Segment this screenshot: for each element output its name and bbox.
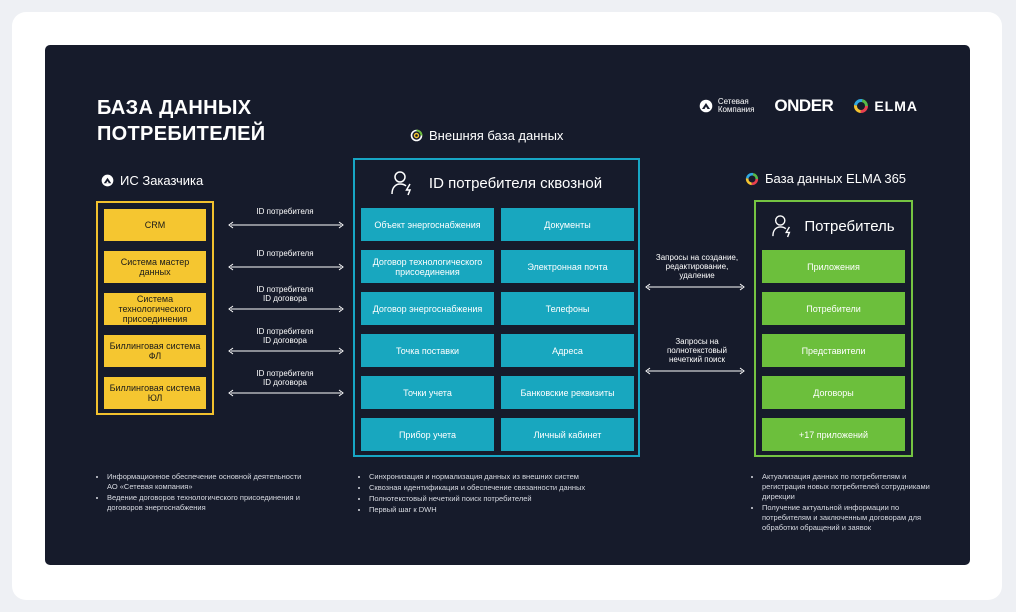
entity-email: Электронная почта [501,250,634,283]
elma-logo-icon [745,172,759,185]
setevaya-logo: Сетевая Компания [699,97,755,114]
middle-box-header: ID потребителя сквозной [355,170,638,196]
arrow-label-4-line-2: ID договора [262,336,308,345]
note-item: Получение актуальной информации по потре… [762,503,947,533]
right-section-title: База данных ELMA 365 [745,171,906,186]
bidirectional-arrow-icon [645,367,745,375]
arrow-label-2: ID потребителя [235,249,335,258]
right-notes: Актуализация данных по потребителям и ре… [750,472,947,534]
elma-database-box: Потребитель Приложения Потребители Предс… [754,200,913,457]
user-lightning-icon [391,171,412,196]
elma-logo: ELMA [853,98,918,114]
elma-logo-text: ELMA [874,98,918,114]
arrow-label-3-line-1: ID потребителя [256,285,314,294]
bidirectional-arrow-icon [645,283,745,291]
arrow-label-search-line-3: нечеткий поиск [668,355,726,364]
entity-supply-point: Точка поставки [361,334,494,367]
arrow-label-crud-line-3: удаление [679,271,715,280]
arrow-label-3-line-2: ID договора [262,294,308,303]
entity-phones: Телефоны [501,292,634,325]
arrow-label-requests-crud: Запросы на создание, редактирование, уда… [643,253,751,280]
arrow-label-search-line-2: полнотекстовый [666,346,728,355]
elma-logo-icon [854,99,869,113]
elma-item-more-apps: +17 приложений [762,418,905,451]
setevaya-logo-icon [699,99,713,113]
system-item-crm: CRM [104,209,206,241]
left-section-title-text: ИС Заказчика [120,173,204,188]
bidirectional-arrow-icon [228,221,344,229]
entity-supply-contract: Договор энергоснабжения [361,292,494,325]
arrow-label-3: ID потребителя ID договора [235,285,335,303]
arrow-label-search-line-1: Запросы на [675,337,719,346]
arrow-label-crud-line-1: Запросы на создание, [655,253,739,262]
entity-meter: Прибор учета [361,418,494,451]
arrow-label-1-line-1: ID потребителя [256,207,314,216]
entity-personal-account: Личный кабинет [501,418,634,451]
note-item: Сквозная идентификация и обеспечение свя… [369,483,639,493]
right-box-header: Потребитель [756,214,911,238]
bidirectional-arrow-icon [228,263,344,271]
right-section-title-text: База данных ELMA 365 [765,171,907,186]
entity-addresses: Адреса [501,334,634,367]
entity-metering-points: Точки учета [361,376,494,409]
entity-documents: Документы [501,208,634,241]
arrow-label-4: ID потребителя ID договора [235,327,335,345]
system-item-billing-fl: Биллинговая система ФЛ [104,335,206,367]
bidirectional-arrow-icon [228,305,344,313]
system-item-master-data: Система мастер данных [104,251,206,283]
note-item: Актуализация данных по потребителям и ре… [762,472,947,502]
note-item: Информационное обеспечение основной деят… [107,472,307,492]
middle-section-title-text: Внешняя база данных [429,128,564,143]
left-section-title: ИС Заказчика [101,173,203,188]
arrow-label-5: ID потребителя ID договора [235,369,335,387]
system-item-tech-connection: Система технологического присоединения [104,293,206,325]
arrow-label-5-line-1: ID потребителя [256,369,314,378]
arrow-label-2-line-1: ID потребителя [256,249,314,258]
elma-item-apps: Приложения [762,250,905,283]
note-item: Ведение договоров технологического присо… [107,493,307,513]
left-notes: Информационное обеспечение основной деят… [95,472,307,514]
entity-bank-details: Банковские реквизиты [501,376,634,409]
entity-energy-object: Объект энергоснабжения [361,208,494,241]
arrow-label-1: ID потребителя [235,207,335,216]
logos: Сетевая Компания ONDER ELMA [699,96,918,116]
right-box-title: Потребитель [804,217,895,235]
onder-logo: ONDER [774,96,834,115]
elma-item-representatives: Представители [762,334,905,367]
note-item: Первый шаг к DWH [369,505,639,515]
arrow-label-5-line-2: ID договора [262,378,308,387]
user-lightning-icon [772,215,791,238]
system-item-billing-ul: Биллинговая система ЮЛ [104,377,206,409]
setevaya-logo-line-1: Сетевая [717,97,749,106]
setevaya-logo-icon [101,174,114,187]
external-database-box: ID потребителя сквозной Объект энергосна… [353,158,640,457]
note-item: Синхронизация и нормализация данных из в… [369,472,639,482]
database-icon [410,129,423,142]
middle-notes: Синхронизация и нормализация данных из в… [357,472,639,516]
customer-systems-box: CRM Система мастер данных Система технол… [96,201,214,415]
elma-item-consumers: Потребители [762,292,905,325]
bidirectional-arrow-icon [228,347,344,355]
entity-tech-contract: Договор технологического присоединения [361,250,494,283]
arrow-label-4-line-1: ID потребителя [256,327,314,336]
page-title: БАЗА ДАННЫХ ПОТРЕБИТЕЛЕЙ [97,95,265,147]
elma-item-contracts: Договоры [762,376,905,409]
middle-box-title: ID потребителя сквозной [428,174,603,192]
note-item: Полнотекстовый нечеткий поиск потребител… [369,494,639,504]
arrow-label-requests-search: Запросы на полнотекстовый нечеткий поиск [643,337,751,364]
title-line-2: ПОТРЕБИТЕЛЕЙ [97,123,266,145]
bidirectional-arrow-icon [228,389,344,397]
slide: БАЗА ДАННЫХ ПОТРЕБИТЕЛЕЙ Сетевая Компани… [45,45,970,565]
setevaya-logo-line-2: Компания [717,105,755,114]
middle-section-title: Внешняя база данных [410,128,563,143]
title-line-1: БАЗА ДАННЫХ [97,97,252,119]
arrow-label-crud-line-2: редактирование, [665,262,729,271]
